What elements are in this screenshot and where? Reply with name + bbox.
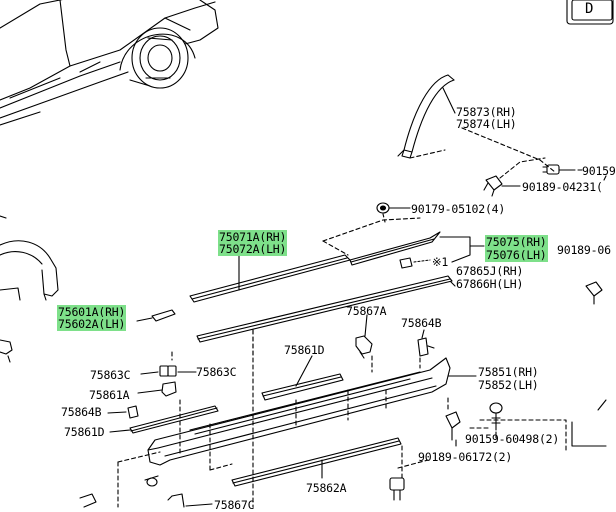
label-75861a[interactable]: 75861A <box>89 388 130 402</box>
label-67865j-rh[interactable]: 67865J(RH) <box>456 264 524 278</box>
label-75602a-lh[interactable]: 75602A(LH) <box>57 317 127 331</box>
label-75874-lh[interactable]: 75874(LH) <box>456 117 517 131</box>
label-75601a-rh[interactable]: 75601A(RH) <box>57 305 127 319</box>
clip-75863C <box>159 365 177 397</box>
clip-75864B-right <box>417 337 435 357</box>
label-90189-06-right[interactable]: 90189-06 <box>557 243 611 257</box>
note-x1-mark: ※1 <box>432 255 449 269</box>
clip-bottom-left <box>79 493 97 508</box>
clip-right-edge <box>585 281 603 305</box>
label-90179-05102[interactable]: 90179-05102(4) <box>411 202 506 216</box>
label-75852-lh[interactable]: 75852(LH) <box>478 378 539 392</box>
label-75864b-right[interactable]: 75864B <box>401 316 442 330</box>
rocker-strip-75862A <box>231 437 402 487</box>
vehicle-body-outline <box>0 0 219 126</box>
label-90159-60498[interactable]: 90159-60498(2) <box>465 432 560 446</box>
corner-badge-frame <box>566 0 614 25</box>
screw-90159-60498 <box>489 402 503 431</box>
screw-90159-top <box>542 164 576 175</box>
clip-75867A <box>355 335 373 359</box>
emblem-75601 <box>151 309 176 322</box>
side-moulding-75075 <box>349 231 441 269</box>
nut-90179-05102 <box>376 202 390 214</box>
assembly-guide-lines <box>117 329 567 508</box>
clip-90189-04231 <box>483 175 503 197</box>
label-75863c-right[interactable]: 75863C <box>196 365 237 379</box>
clip-90189-06172 <box>445 411 461 441</box>
label-75861d-left[interactable]: 75861D <box>64 425 105 439</box>
label-90189-06172[interactable]: 90189-06172(2) <box>418 450 513 464</box>
clip-bottom-center <box>389 477 405 501</box>
leader-75873 <box>442 87 456 114</box>
label-75867c[interactable]: 75867C <box>214 498 255 512</box>
rocker-inner-75861D <box>261 373 344 401</box>
fender-moulding-75873 <box>397 74 455 159</box>
label-75864b-left[interactable]: 75864B <box>61 405 102 419</box>
weatherstrip-67865 <box>196 275 453 343</box>
clip-75867C <box>167 493 185 508</box>
label-90189-04231[interactable]: 90189-04231( <box>522 180 603 194</box>
label-75851-rh[interactable]: 75851(RH) <box>478 365 539 379</box>
label-90159-top[interactable]: 90159 <box>582 164 616 178</box>
rocker-end-strip-75861D <box>129 405 219 434</box>
label-67866h-lh[interactable]: 67866H(LH) <box>456 277 524 291</box>
side-moulding-75071 <box>189 254 351 303</box>
label-75863c-left[interactable]: 75863C <box>90 368 131 382</box>
front-fender-partial <box>0 215 59 363</box>
corner-badge-label: D <box>585 1 594 17</box>
label-75873-rh[interactable]: 75873(RH) <box>456 105 517 119</box>
label-75862a[interactable]: 75862A <box>306 481 347 495</box>
label-75072a-lh[interactable]: 75072A(LH) <box>218 242 288 256</box>
label-75071a-rh[interactable]: 75071A(RH) <box>218 230 288 244</box>
label-75861d-top[interactable]: 75861D <box>284 343 325 357</box>
label-75076-lh[interactable]: 75076(LH) <box>485 248 548 262</box>
label-75075-rh[interactable]: 75075(RH) <box>485 235 548 249</box>
clip-75864B-left <box>127 405 139 419</box>
label-75867a[interactable]: 75867A <box>346 304 387 318</box>
